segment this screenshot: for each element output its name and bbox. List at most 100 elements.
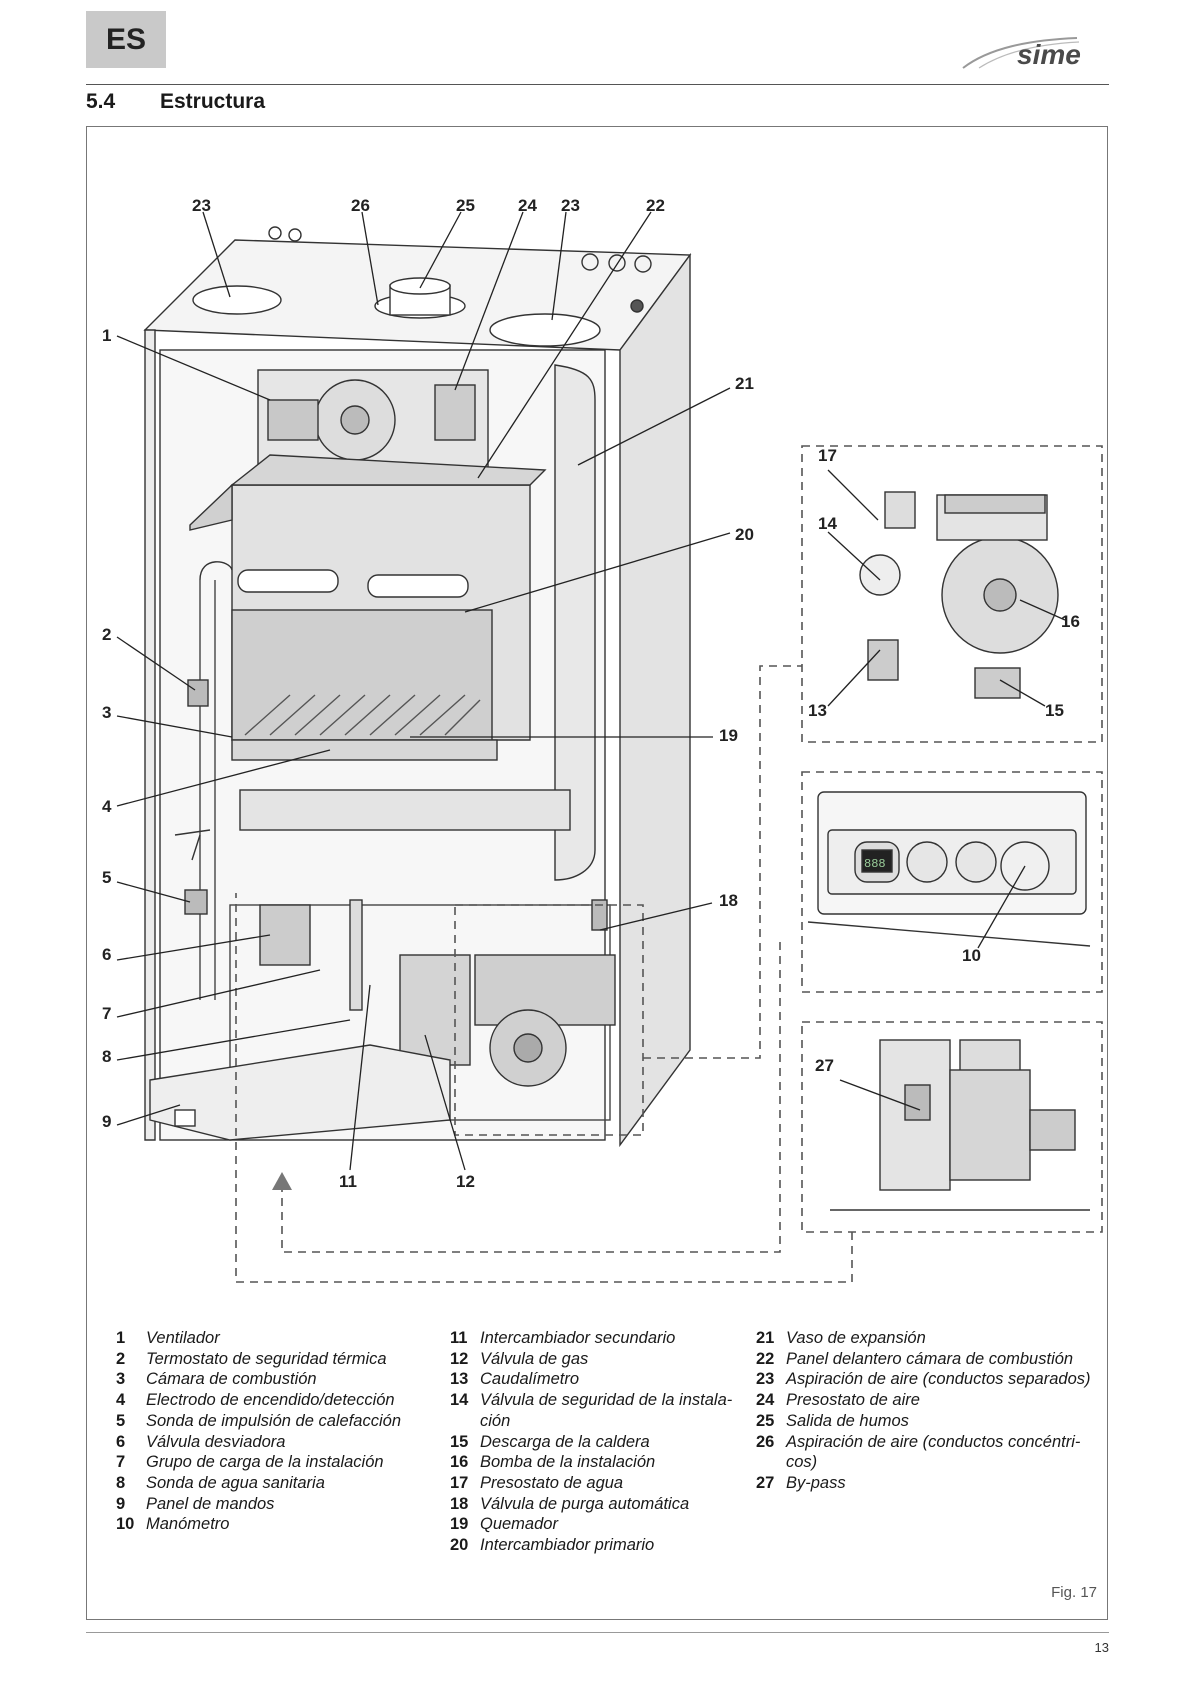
callout-23-left: 23 [192, 196, 211, 215]
pump-highlight-box [454, 904, 644, 1136]
display-digits: 888 [864, 857, 886, 871]
figure-frame [86, 126, 1108, 1620]
callout-3: 3 [102, 703, 112, 722]
callout-9: 9 [102, 1112, 112, 1131]
detail-box-pump [801, 445, 1103, 743]
callout-12: 12 [456, 1172, 475, 1191]
gas-valve [399, 954, 471, 1066]
burner-bars [244, 694, 481, 736]
air-intake-right [489, 313, 601, 347]
callout-27: 27 [815, 1056, 834, 1075]
boiler-drain-detail [974, 667, 1021, 699]
burner-base [231, 739, 498, 761]
air-pressure-switch [434, 384, 476, 441]
detail-box-bypass [801, 1021, 1103, 1233]
legend-item: ción [480, 1411, 511, 1430]
heating-flow-probe [184, 889, 208, 915]
callout-10: 10 [962, 946, 981, 965]
automatic-air-vent [591, 899, 608, 931]
callout-14: 14 [818, 514, 837, 533]
callout-15: 15 [1045, 701, 1064, 720]
casing-right-side [619, 252, 691, 1148]
callout-24: 24 [518, 196, 537, 215]
bypass-valve [949, 1069, 1031, 1181]
callout-8: 8 [102, 1047, 112, 1066]
display-screen [861, 849, 893, 873]
secondary-exchanger [349, 899, 363, 1011]
callout-16: 16 [1061, 612, 1080, 631]
callout-1: 1 [102, 326, 112, 345]
leader-lines [116, 211, 1066, 1171]
page-number: 13 [1094, 1640, 1109, 1655]
water-pressure-switch-detail [884, 491, 916, 529]
callout-22: 22 [646, 196, 665, 215]
footer-divider [86, 1632, 1109, 1633]
callout-7: 7 [102, 1004, 112, 1023]
manifold [239, 789, 571, 831]
callout-21: 21 [735, 374, 754, 393]
selector-knob-1 [906, 841, 948, 883]
leader-pump-detail [643, 665, 802, 1059]
callout-18: 18 [719, 891, 738, 910]
section-title: Estructura [160, 90, 266, 113]
leader-panel-detail [281, 942, 781, 1253]
callout-25: 25 [456, 196, 475, 215]
callout-11: 11 [339, 1172, 357, 1191]
callout-23-right: 23 [561, 196, 580, 215]
callout-5: 5 [102, 868, 112, 887]
boiler-structure-diagram: 888 [116, 211, 1103, 1283]
header-divider [86, 84, 1109, 85]
language-badge: ES [86, 11, 166, 68]
section-number: 5.4 [86, 90, 116, 113]
legend-item: cos) [786, 1453, 818, 1472]
language-code: ES [105, 22, 147, 56]
expansion-vessel [554, 364, 596, 881]
callout-2: 2 [102, 625, 112, 644]
safety-valve-detail [859, 554, 901, 596]
thermal-safety-thermostat [187, 679, 209, 707]
callout-4: 4 [102, 797, 112, 816]
callout-17: 17 [818, 446, 837, 465]
sime-logo: sime [962, 37, 1081, 70]
air-intake-left [192, 285, 282, 315]
flowmeter-detail [867, 639, 899, 681]
callout-13: 13 [808, 701, 827, 720]
arrow-up-icon [272, 1172, 292, 1190]
callout-26: 26 [351, 196, 370, 215]
figure-label: Fig. 17 [1051, 1584, 1097, 1601]
callout-6: 6 [102, 945, 112, 964]
brand-name: sime [1017, 39, 1081, 70]
detail-box-panel [801, 771, 1103, 993]
callout-20: 20 [735, 525, 754, 544]
callout-19: 19 [719, 726, 738, 745]
